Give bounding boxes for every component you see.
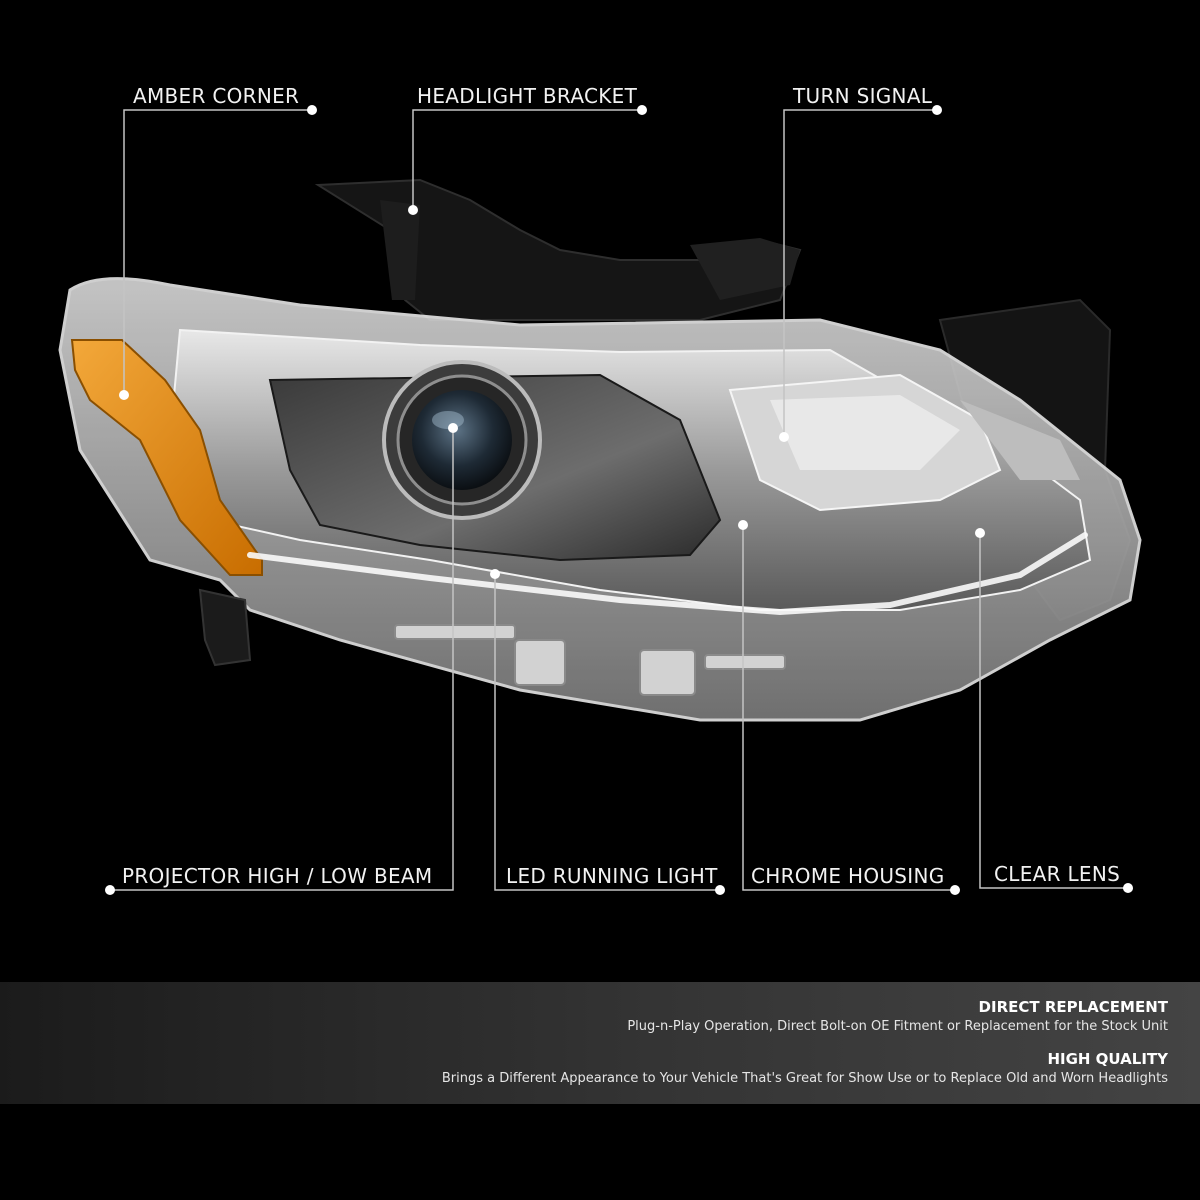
feature-desc-direct-replacement: Plug-n-Play Operation, Direct Bolt-on OE… [627, 1019, 1168, 1034]
callout-amber-corner: AMBER CORNER [133, 84, 300, 108]
bottom-mount [198, 588, 252, 667]
callout-turn-signal: TURN SIGNAL [793, 84, 933, 108]
feature-info-panel: DIRECT REPLACEMENT Plug-n-Play Operation… [0, 982, 1200, 1104]
headlight-bracket [314, 178, 802, 321]
turn-signal-reflector [728, 373, 1080, 512]
amber-reflector [70, 339, 263, 576]
callout-dots [105, 105, 1133, 895]
feature-title-direct-replacement: DIRECT REPLACEMENT [978, 998, 1168, 1016]
callout-chrome-housing: CHROME HOUSING [751, 864, 945, 888]
projector-lens [382, 360, 542, 520]
callout-led-running-light: LED RUNNING LIGHT [506, 864, 718, 888]
callout-projector-beam: PROJECTOR HIGH / LOW BEAM [122, 864, 433, 888]
callout-clear-lens: CLEAR LENS [994, 862, 1121, 886]
callout-lines [110, 109, 1128, 891]
feature-desc-high-quality: Brings a Different Appearance to Your Ve… [441, 1071, 1168, 1086]
feature-title-high-quality: HIGH QUALITY [1047, 1050, 1168, 1068]
callout-headlight-bracket: HEADLIGHT BRACKET [417, 84, 638, 108]
lower-lens-details [394, 624, 786, 696]
led-light-strip [247, 532, 1088, 616]
